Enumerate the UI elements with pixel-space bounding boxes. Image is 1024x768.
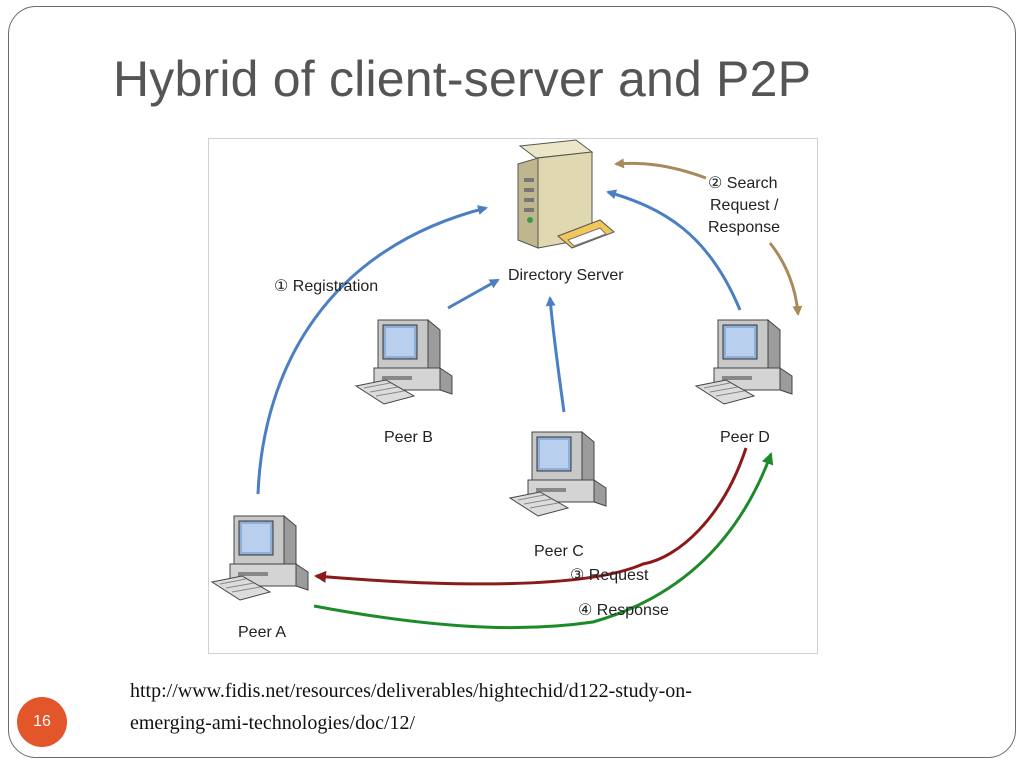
peer-c-label: Peer C — [534, 543, 584, 560]
registration-arrow-d — [606, 189, 742, 311]
slide-frame — [8, 6, 1016, 758]
registration-arrow-c — [545, 296, 566, 413]
registration-arrow-a — [256, 205, 488, 495]
source-caption: http://www.fidis.net/resources/deliverab… — [130, 675, 830, 739]
page-number-badge: 16 — [17, 697, 67, 747]
caption-line-2: emerging-ami-technologies/doc/12/ — [130, 712, 416, 734]
search-arrow-up — [614, 158, 707, 180]
search-label-line2: Request / — [710, 197, 779, 214]
peer-b-label: Peer B — [384, 429, 433, 446]
server-label: Directory Server — [508, 267, 624, 284]
server-icon — [517, 139, 615, 249]
peer-a-label: Peer A — [238, 624, 286, 641]
peer-d-label: Peer D — [720, 429, 770, 446]
registration-label: ① Registration — [274, 278, 378, 295]
search-label-line1: ② Search — [708, 175, 777, 192]
p2p-diagram: Directory Server Peer B Peer C Peer D Pe… — [208, 138, 818, 654]
search-arrow-down — [768, 242, 803, 316]
slide-title: Hybrid of client-server and P2P — [113, 51, 812, 107]
response-arrow — [313, 452, 774, 630]
search-label-line3: Response — [708, 219, 780, 236]
response-label: ④ Response — [578, 602, 669, 619]
registration-arrow-b — [447, 278, 500, 310]
request-label: ③ Request — [570, 567, 649, 584]
request-arrow — [314, 447, 748, 586]
caption-line-1: http://www.fidis.net/resources/deliverab… — [130, 680, 692, 702]
diagram-svg: Directory Server Peer B Peer C Peer D Pe… — [208, 138, 818, 654]
